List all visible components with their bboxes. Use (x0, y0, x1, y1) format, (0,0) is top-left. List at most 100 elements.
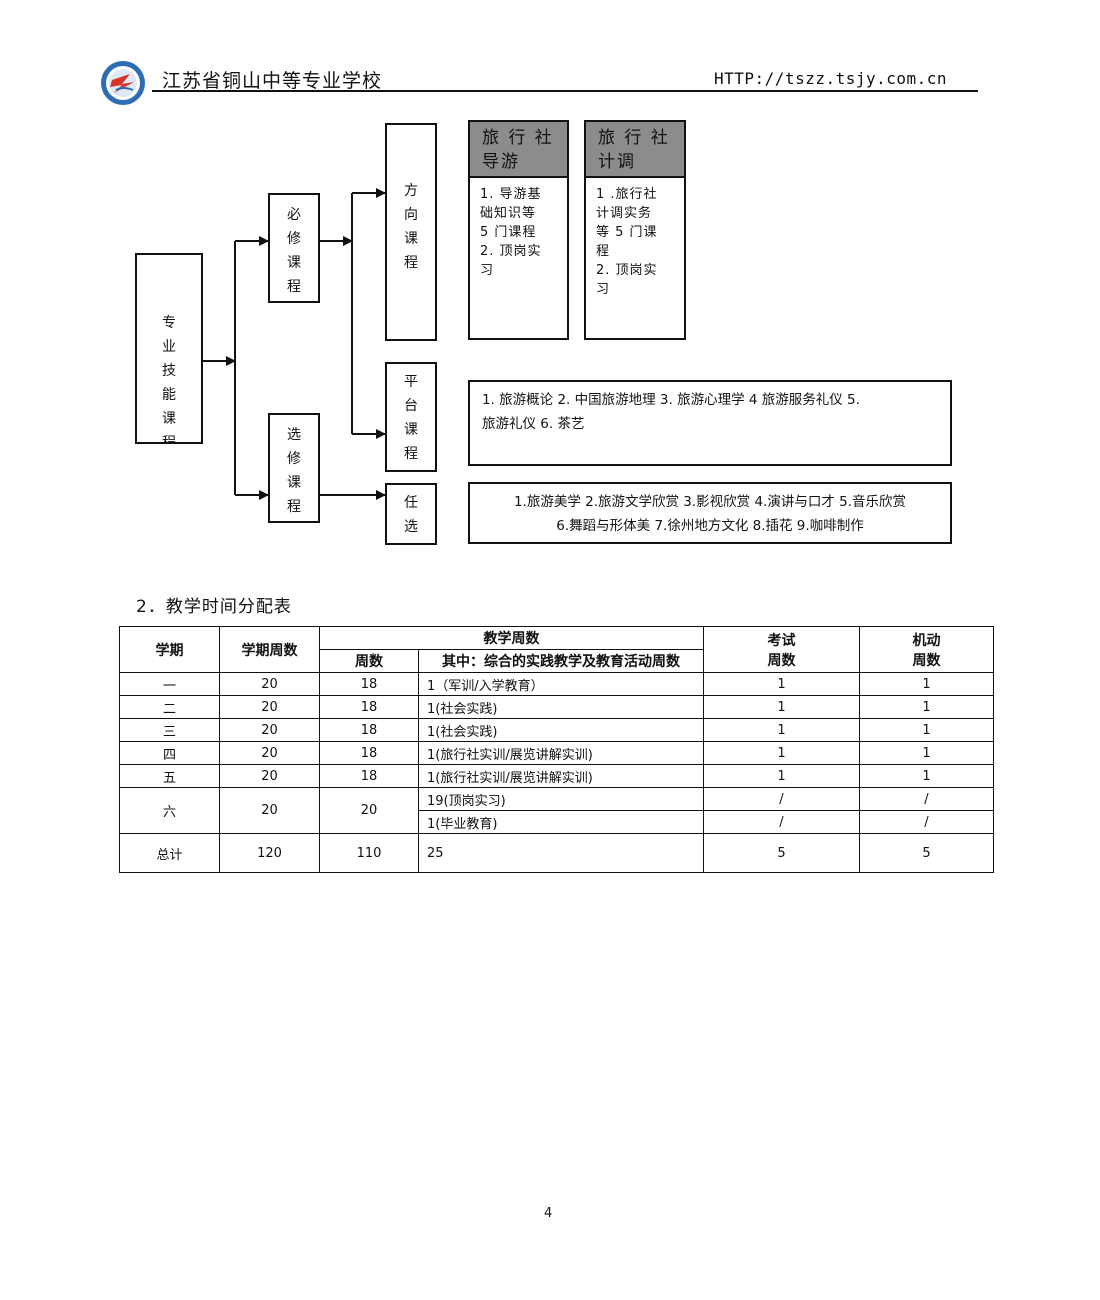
elective-course-label: 选修课程 (270, 423, 318, 519)
cell-practice: 25 (418, 833, 704, 873)
page-number: 4 (544, 1206, 553, 1221)
teaching-schedule-table: 学期 学期周数 教学周数 考试 周数 机动 周数 周数 其中：综合的实践教学及教… (119, 626, 994, 873)
cell-exam: 1 (703, 672, 860, 696)
vertical-char: 程 (162, 435, 176, 444)
cell-practice: 1(社会实践) (418, 695, 704, 719)
optional-course-box: 任选 (385, 483, 437, 545)
platform-course-line: 1. 旅游概论 2. 中国旅游地理 3. 旅游心理学 4 旅游服务礼仪 5. (482, 392, 860, 408)
root-course-label: 专业技能课程 (137, 311, 201, 444)
cell-practice: 19(顶岗实习) (418, 787, 704, 811)
cell-term: 二 (119, 695, 220, 719)
cell-term: 一 (119, 672, 220, 696)
vertical-char: 课 (404, 231, 418, 247)
cell-weeks: 18 (319, 695, 419, 719)
header-exam-line2: 周数 (767, 652, 796, 669)
vertical-char: 课 (404, 422, 418, 438)
track-planning-body: 1 .旅行社 计调实务 等 5 门课 程 2. 顶岗实 习 (586, 178, 684, 306)
table-row: 1(毕业教育) / / (120, 810, 994, 834)
cell-practice: 1(社会实践) (418, 718, 704, 742)
vertical-char: 任 (404, 495, 418, 511)
school-name: 江苏省铜山中等专业学校 (162, 70, 383, 92)
table-row: 三 20 18 1(社会实践) 1 1 (119, 718, 994, 742)
platform-course-box: 平台课程 (385, 362, 437, 472)
header-term-weeks: 学期周数 (219, 626, 320, 673)
direction-course-box: 方向课程 (385, 123, 437, 341)
optional-course-line: 1.旅游美学 2.旅游文学欣赏 3.影视欣赏 4.演讲与口才 5.音乐欣赏 (513, 494, 907, 510)
table-row: 四 20 18 1(旅行社实训/展览讲解实训) 1 1 (119, 741, 994, 765)
cell-term-weeks: 20 (219, 787, 320, 834)
cell-term-weeks: 20 (219, 672, 320, 696)
track-planning-box: 旅 行 社 计调 1 .旅行社 计调实务 等 5 门课 程 2. 顶岗实 习 (584, 120, 686, 340)
platform-course-line: 旅游礼仪 6. 茶艺 (482, 416, 585, 432)
vertical-char: 程 (287, 499, 301, 515)
table-row: 五 20 18 1(旅行社实训/展览讲解实训) 1 1 (119, 764, 994, 788)
header-divider (152, 90, 978, 92)
header-weeks: 周数 (319, 649, 419, 673)
track-tour-guide-line: 1. 导游基 (480, 187, 542, 202)
cell-weeks: 18 (319, 718, 419, 742)
required-course-box: 必修课程 (268, 193, 320, 303)
cell-practice: 1(旅行社实训/展览讲解实训) (418, 764, 704, 788)
vertical-char: 必 (287, 207, 301, 223)
track-planning-line: 计调实务 (596, 206, 653, 221)
track-planning-title-line2: 计调 (598, 152, 636, 172)
vertical-char: 程 (287, 279, 301, 295)
cell-term-weeks: 20 (219, 718, 320, 742)
cell-weeks: 18 (319, 672, 419, 696)
header-teaching-weeks: 教学周数 (319, 626, 704, 650)
direction-course-label: 方向课程 (387, 179, 435, 275)
vertical-char: 技 (162, 363, 176, 379)
cell-term-weeks: 120 (219, 833, 320, 873)
track-planning-title: 旅 行 社 计调 (586, 122, 684, 178)
vertical-char: 课 (287, 475, 301, 491)
cell-practice: 1(旅行社实训/展览讲解实训) (418, 741, 704, 765)
track-tour-guide-title-line1: 旅 行 社 (482, 128, 554, 148)
track-planning-line: 等 5 门课 (596, 225, 658, 240)
cell-exam: 1 (703, 741, 860, 765)
table-row: 六 20 20 19(顶岗实习) / / (119, 787, 994, 834)
vertical-char: 平 (404, 374, 418, 390)
cell-term: 六 (119, 787, 220, 834)
cell-flex: 1 (859, 718, 994, 742)
cell-practice: 1(毕业教育) (418, 810, 704, 834)
section-title: 2．教学时间分配表 (136, 597, 292, 617)
cell-weeks: 110 (319, 833, 419, 873)
cell-flex: 5 (859, 833, 994, 873)
school-logo (101, 61, 145, 105)
cell-term: 三 (119, 718, 220, 742)
vertical-char: 方 (404, 183, 418, 199)
vertical-char: 台 (404, 398, 418, 414)
school-url: HTTP://tszz.tsjy.com.cn (714, 69, 948, 88)
cell-term: 四 (119, 741, 220, 765)
vertical-char: 业 (162, 339, 176, 355)
cell-flex: 1 (859, 764, 994, 788)
optional-course-label: 任选 (387, 491, 435, 539)
track-planning-line: 程 (596, 244, 611, 259)
cell-flex: 1 (859, 741, 994, 765)
track-tour-guide-line: 5 门课程 (480, 225, 537, 240)
vertical-char: 向 (404, 207, 418, 223)
cell-flex: / (859, 810, 994, 834)
cell-term-weeks: 20 (219, 741, 320, 765)
vertical-char: 程 (404, 255, 418, 271)
header-exam-weeks: 考试 周数 (703, 626, 860, 673)
cell-weeks: 18 (319, 764, 419, 788)
track-planning-line: 2. 顶岗实 (596, 263, 658, 278)
header-flex-line1: 机动 (912, 632, 941, 649)
header-flex-line2: 周数 (912, 652, 941, 669)
cell-weeks: 20 (319, 787, 419, 834)
cell-exam: / (703, 810, 860, 834)
cell-exam: / (703, 787, 860, 811)
cell-exam: 1 (703, 718, 860, 742)
track-tour-guide-box: 旅 行 社 导游 1. 导游基 础知识等 5 门课程 2. 顶岗实 习 (468, 120, 569, 340)
table-body: 一 20 18 1（军训/入学教育） 1 1 二 20 18 1(社会实践) 1… (119, 672, 994, 873)
vertical-char: 选 (404, 519, 418, 535)
header-practice-weeks: 其中：综合的实践教学及教育活动周数 (418, 649, 704, 673)
cell-term: 总计 (119, 833, 220, 873)
table-row: 一 20 18 1（军训/入学教育） 1 1 (119, 672, 994, 696)
cell-flex: / (859, 787, 994, 811)
cell-term-weeks: 20 (219, 764, 320, 788)
header-term: 学期 (119, 626, 220, 673)
elective-course-box: 选修课程 (268, 413, 320, 523)
cell-flex: 1 (859, 672, 994, 696)
